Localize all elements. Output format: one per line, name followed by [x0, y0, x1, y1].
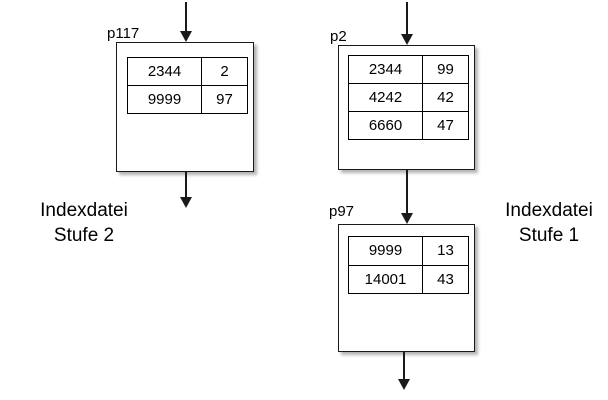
entry-table-p117: 2344 2 9999 97 — [127, 57, 248, 114]
cell-key: 9999 — [348, 236, 423, 266]
table-row: 2344 99 — [348, 55, 469, 84]
cell-pointer: 43 — [422, 264, 469, 294]
arrow-into-p2-icon — [400, 2, 414, 45]
cell-pointer: 42 — [422, 83, 469, 112]
page-label-p117: p117 — [107, 25, 140, 42]
table-row: 14001 43 — [348, 264, 469, 294]
caption-left-line2: Stufe 2 — [53, 225, 115, 247]
cell-key: 14001 — [348, 264, 423, 294]
entry-table-p2: 2344 99 4242 42 6660 47 — [348, 55, 469, 140]
cell-pointer: 97 — [201, 85, 248, 114]
caption-right-line1: Indexdatei — [505, 200, 593, 221]
caption-right-line2: Stufe 1 — [518, 225, 580, 247]
page-label-p97: p97 — [329, 203, 355, 220]
table-row: 6660 47 — [348, 111, 469, 140]
arrow-into-p117-icon — [179, 2, 193, 42]
entry-table-p97: 9999 13 14001 43 — [348, 236, 469, 294]
table-row: 9999 13 — [348, 236, 469, 266]
cell-key: 9999 — [127, 85, 202, 114]
table-row: 2344 2 — [127, 57, 248, 86]
cell-key: 6660 — [348, 111, 423, 140]
cell-pointer: 47 — [422, 111, 469, 140]
caption-right: Indexdatei Stufe 1 — [490, 198, 608, 248]
table-row: 9999 97 — [127, 85, 248, 114]
cell-pointer: 13 — [422, 236, 469, 266]
caption-left: Indexdatei Stufe 2 — [14, 198, 154, 248]
arrow-p2-to-p97-icon — [400, 170, 414, 224]
cell-key: 4242 — [348, 83, 423, 112]
cell-key: 2344 — [127, 57, 202, 86]
page-label-p2: p2 — [330, 28, 347, 45]
table-row: 4242 42 — [348, 83, 469, 112]
arrow-out-of-p97-icon — [397, 352, 411, 390]
cell-key: 2344 — [348, 55, 423, 84]
caption-left-line1: Indexdatei — [40, 200, 128, 221]
cell-pointer: 2 — [201, 57, 248, 86]
arrow-out-of-p117-icon — [179, 172, 193, 208]
cell-pointer: 99 — [422, 55, 469, 84]
